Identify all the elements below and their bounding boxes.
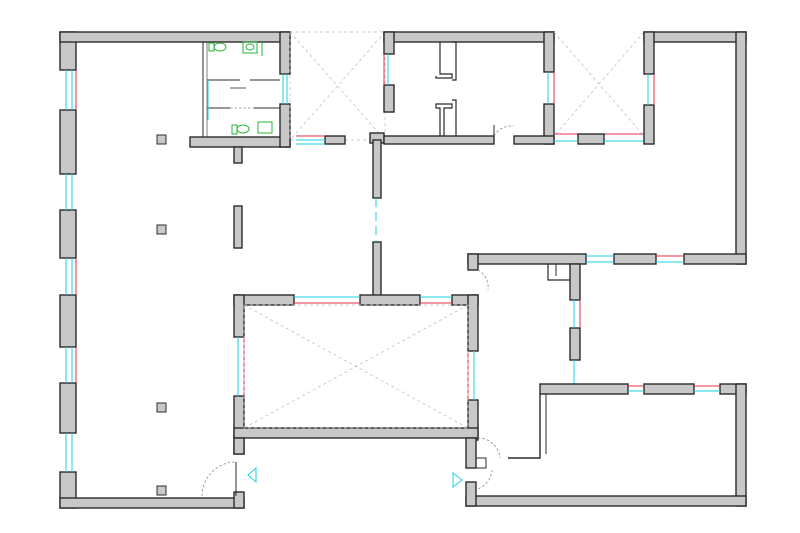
entry-west (201, 461, 257, 497)
partition-stub (233, 205, 243, 249)
wall (467, 294, 479, 352)
wall (233, 437, 245, 455)
wall (383, 135, 495, 145)
wall (465, 437, 477, 469)
wall (543, 31, 555, 73)
wall (643, 31, 655, 75)
washbasin-icon (257, 121, 273, 134)
south-east-wing (465, 253, 747, 507)
column-icon (156, 485, 167, 496)
entry-marker-icon (452, 471, 463, 489)
left-wing (59, 31, 291, 509)
west-wall-pier (59, 109, 77, 175)
wall (539, 383, 629, 395)
wc-east-wall (279, 103, 291, 148)
wall (233, 427, 479, 439)
door-swing-icon (473, 469, 493, 491)
central-wall (372, 241, 382, 299)
north-east-void (553, 31, 645, 145)
wall (643, 31, 747, 43)
link-wall (324, 135, 346, 145)
west-wall-pier (59, 382, 77, 434)
corridor-stub (233, 146, 243, 164)
door-swing-icon (477, 269, 489, 291)
wall (383, 31, 555, 43)
central-court (233, 294, 479, 509)
east-wing (467, 31, 747, 265)
wall (643, 104, 655, 145)
west-wall-pier (59, 209, 77, 259)
wall (643, 383, 695, 395)
wall (359, 294, 421, 306)
wall (467, 253, 587, 265)
toilet-icon (231, 124, 250, 135)
central-wall (372, 139, 382, 199)
wall (233, 294, 245, 338)
door-swing-icon (493, 125, 515, 137)
south-wall (59, 497, 245, 509)
wall (465, 495, 747, 507)
entry-marker-icon (247, 466, 257, 484)
wall (735, 31, 747, 265)
wc-block (202, 41, 280, 137)
wall (569, 327, 581, 361)
wall (735, 383, 747, 507)
column-icon (156, 224, 167, 235)
door-swing-icon (477, 437, 501, 459)
wall (569, 263, 581, 301)
wall (467, 253, 479, 271)
wall (613, 253, 657, 265)
north-wall (59, 31, 291, 43)
west-wall-pier (59, 294, 77, 348)
wall (577, 133, 605, 145)
wc-east-wall (279, 31, 291, 75)
wall (683, 253, 747, 265)
toilet-icon (208, 42, 227, 52)
north-void (289, 31, 386, 141)
west-windows (65, 70, 77, 472)
wall (383, 31, 395, 55)
column-icon (156, 402, 167, 413)
wall (513, 135, 555, 145)
washbasin-icon (242, 41, 258, 54)
column-icon (156, 134, 167, 145)
north-middle-room (383, 31, 555, 145)
corridor-wall (189, 136, 291, 148)
wall (383, 84, 395, 113)
wall (233, 491, 245, 509)
door-swing-icon (201, 461, 237, 497)
wall (465, 481, 477, 507)
